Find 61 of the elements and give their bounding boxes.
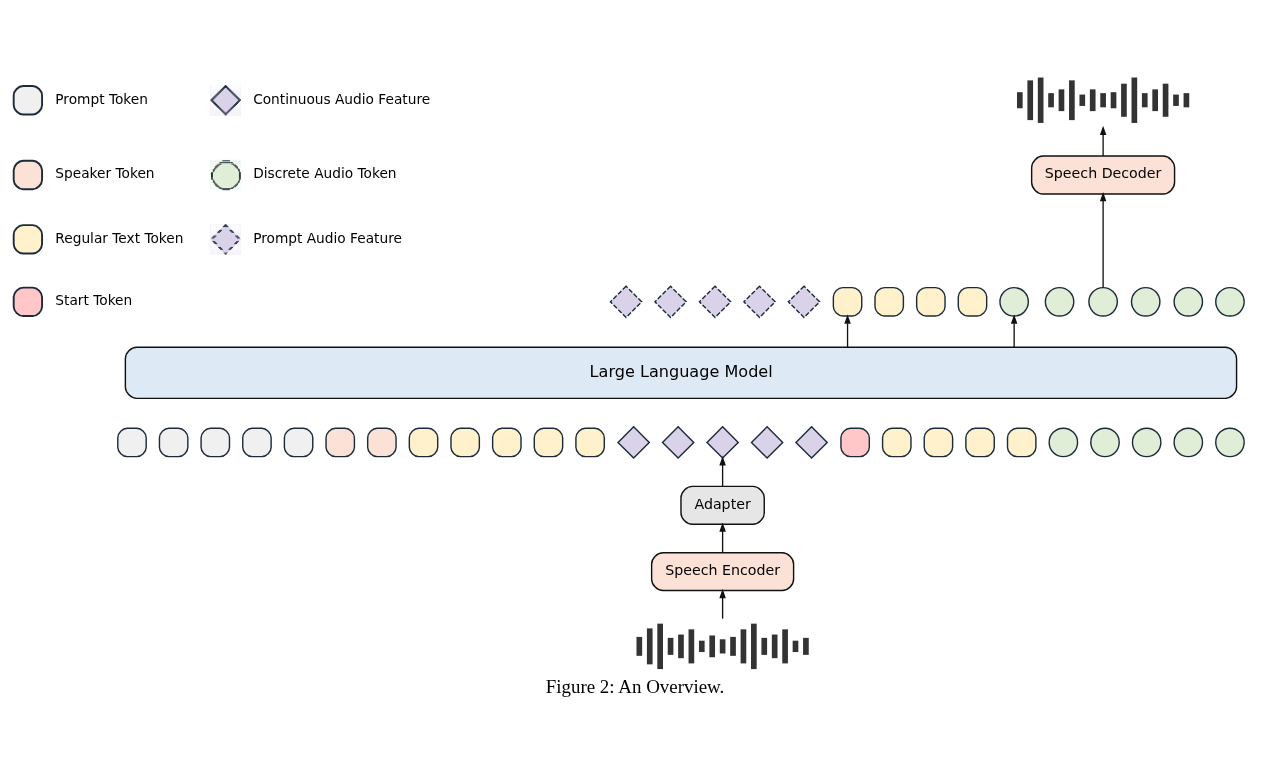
node-box	[881, 427, 912, 457]
node-box	[366, 427, 397, 457]
node-circle	[1048, 427, 1079, 457]
node-diamond	[653, 284, 688, 318]
node-circle	[1088, 286, 1118, 317]
arrow	[1099, 125, 1107, 157]
legend-label: Speaker Token	[55, 164, 155, 181]
node-box	[117, 427, 147, 457]
node-box	[200, 427, 231, 457]
arrow	[719, 521, 726, 553]
node-circle	[1090, 427, 1120, 457]
node-box	[575, 427, 605, 457]
node-diamond	[698, 284, 732, 318]
node-diamond	[706, 425, 740, 459]
node-circle	[1173, 286, 1204, 317]
node-box	[1006, 427, 1037, 457]
node-diamond	[787, 284, 821, 318]
node-box	[533, 427, 564, 457]
node-circle	[1044, 286, 1075, 317]
arrow	[719, 455, 726, 487]
caption: Figure 2: An Overview.	[545, 675, 725, 697]
node-box	[840, 427, 871, 457]
node-circle	[1173, 427, 1204, 457]
node-box: Speech Decoder	[1030, 154, 1176, 195]
node-box	[957, 286, 988, 317]
node-box	[491, 427, 522, 457]
node-diamond	[617, 425, 651, 459]
arrow	[719, 588, 726, 619]
node-diamond	[661, 425, 695, 459]
arrow	[1010, 313, 1018, 348]
legend-label: Start Token	[55, 291, 133, 308]
node-circle	[1131, 427, 1162, 457]
node-box	[242, 427, 272, 457]
node-box	[832, 286, 863, 317]
node-box	[158, 427, 189, 457]
node-box: Speech Encoder	[650, 551, 795, 591]
node-box	[965, 427, 995, 457]
node-diamond	[609, 284, 643, 318]
node-box	[283, 427, 314, 457]
node-box	[450, 427, 481, 457]
node-diamond	[794, 425, 829, 459]
arrow	[844, 313, 851, 348]
node-diamond	[742, 284, 777, 318]
node-diamond	[750, 425, 784, 459]
node-box	[874, 286, 905, 317]
legend-label: Regular Text Token	[55, 229, 184, 246]
node-box: Large Language Model	[124, 346, 1238, 399]
node-circle	[1130, 286, 1161, 317]
node-circle	[999, 286, 1030, 317]
node-box: Adapter	[680, 485, 765, 525]
node-box	[408, 427, 439, 457]
node-box	[915, 286, 946, 317]
node-circle	[1215, 286, 1245, 317]
arrow	[1099, 191, 1107, 288]
node-box	[923, 427, 954, 457]
legend-label: Prompt Audio Feature	[253, 229, 402, 246]
legend-label: Continuous Audio Feature	[253, 90, 431, 107]
node-box	[325, 427, 356, 457]
node-circle	[1215, 427, 1245, 457]
legend-label: Discrete Audio Token	[253, 164, 397, 181]
legend-label: Prompt Token	[55, 90, 148, 107]
